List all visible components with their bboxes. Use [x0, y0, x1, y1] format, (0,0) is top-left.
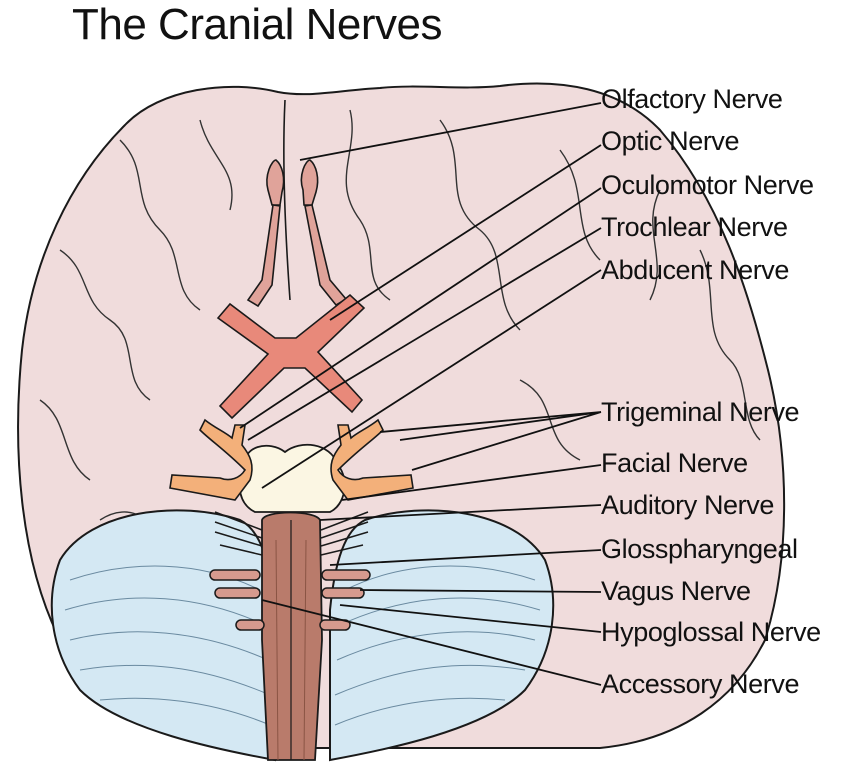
pons	[238, 444, 346, 513]
label-vagus-nerve: Vagus Nerve	[601, 576, 751, 606]
label-facial-nerve: Facial Nerve	[601, 448, 748, 478]
diagram-title: The Cranial Nerves	[72, 0, 443, 49]
nerve-roots	[209, 569, 371, 631]
trigeminal-nerve	[169, 418, 414, 501]
label-abducent-nerve: Abducent Nerve	[601, 255, 790, 285]
longitudinal-fissure	[283, 99, 291, 301]
brainstem	[261, 511, 323, 761]
cerebellum	[329, 509, 555, 762]
label-trigeminal-nerve: Trigeminal Nerve	[601, 397, 800, 427]
label-glossopharyngeal-nerve: Glosspharyngeal	[601, 534, 798, 564]
leader-lines	[239, 102, 602, 686]
label-optic-nerve: Optic Nerve	[601, 126, 740, 156]
olfactory-nerve	[246, 159, 348, 308]
label-accessory-nerve: Accessory Nerve	[601, 669, 800, 699]
label-trochlear-nerve: Trochlear Nerve	[601, 212, 788, 242]
label-olfactory-nerve: Olfactory Nerve	[601, 84, 783, 114]
label-oculomotor-nerve: Oculomotor Nerve	[601, 170, 814, 200]
cerebellum-folia	[64, 565, 541, 726]
optic-chiasm	[216, 293, 366, 420]
nerve-rootlets	[214, 511, 369, 556]
label-hypoglossal-nerve: Hypoglossal Nerve	[601, 617, 821, 647]
label-auditory-nerve: Auditory Nerve	[601, 490, 774, 520]
cerebellum	[50, 509, 276, 762]
